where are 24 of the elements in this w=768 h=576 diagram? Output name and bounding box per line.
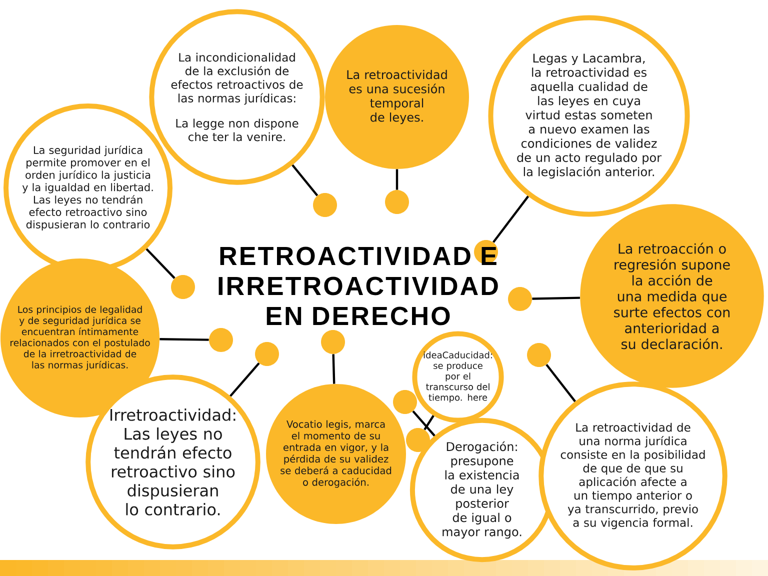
dot	[527, 343, 551, 367]
dot	[385, 190, 409, 214]
connector-line	[160, 338, 209, 341]
dot	[508, 287, 532, 311]
connector-line	[146, 248, 176, 279]
node-label: La retroactividad de una norma jurídica consiste en la posibilidad de que de que su aplicación afecte a un tiempo anterior o ya transcurrido, previo a su vigencia formal.	[560, 422, 705, 530]
connector-line	[532, 296, 580, 300]
dot	[321, 330, 345, 354]
dot	[255, 342, 279, 366]
connector-line	[332, 354, 336, 384]
title: RETROACTIVIDAD E IRRETROACTIVIDAD EN DERECHO	[218, 246, 498, 326]
connector-line	[412, 410, 436, 436]
connector-line	[546, 364, 576, 402]
connector-line	[230, 362, 260, 397]
dot	[474, 240, 498, 264]
connector-line	[424, 415, 434, 430]
dot	[313, 193, 337, 217]
dot	[393, 390, 417, 414]
dot	[171, 275, 195, 299]
connector-line	[492, 196, 530, 243]
dot	[209, 328, 233, 352]
connector-line	[292, 164, 318, 196]
connector-line	[396, 169, 398, 190]
dot	[406, 428, 430, 452]
